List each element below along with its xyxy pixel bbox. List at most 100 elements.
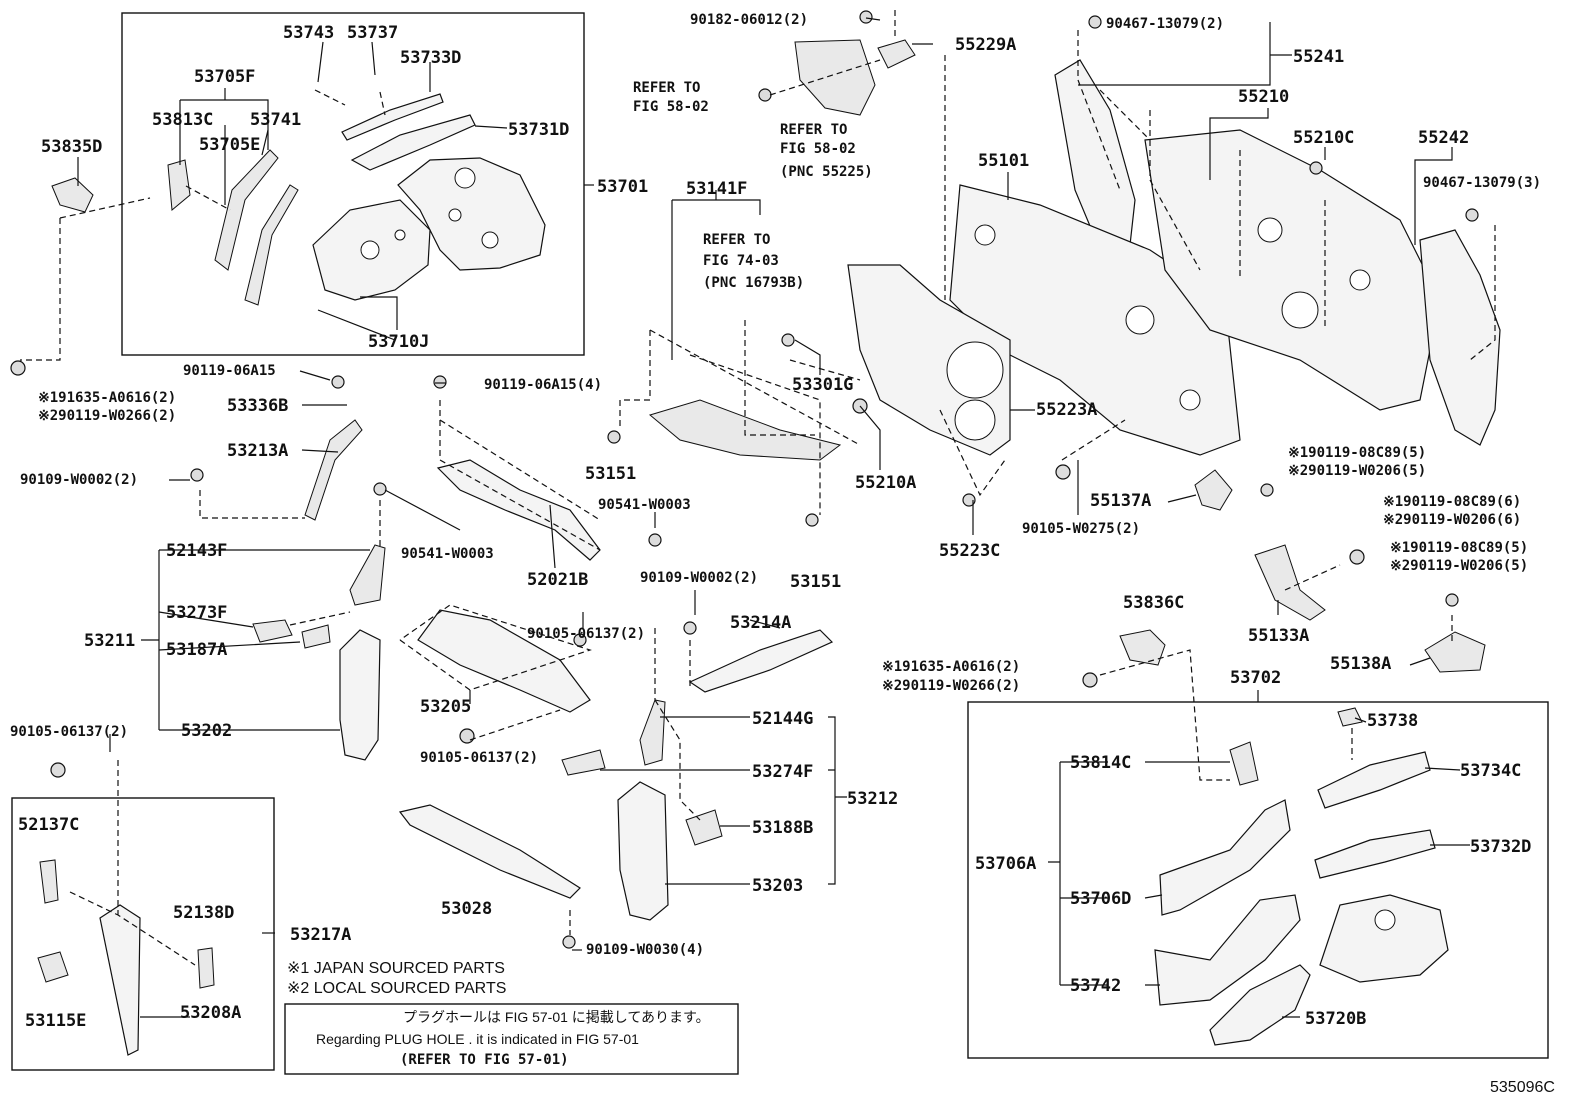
bolt-icon (459, 728, 475, 744)
part-53273F-bracket (252, 619, 293, 643)
part-53214A-cover (688, 629, 834, 693)
part-label: 53203 (752, 876, 803, 896)
bolt-icon (50, 762, 66, 778)
bolt-icon (10, 360, 26, 376)
part-label: 53151 (585, 464, 636, 484)
part-label: 52137C (18, 815, 79, 835)
part-53701-apron-upper (397, 157, 546, 271)
part-53208A-support (99, 904, 141, 1056)
part-53836C-bracket (1119, 629, 1166, 666)
part-label: 53151 (790, 572, 841, 592)
part-label: ※290119-W0266(2) (882, 678, 1020, 694)
part-label: 53742 (1070, 976, 1121, 996)
part-label: 53187A (166, 640, 227, 660)
bolt-icon (607, 430, 621, 444)
part-label: 53814C (1070, 753, 1131, 773)
refer-text: FIG 74-03 (703, 253, 779, 269)
part-label: 53706D (1070, 889, 1131, 909)
bolt-icon (1260, 483, 1274, 497)
bolt-icon (573, 633, 587, 647)
part-label: ※190119-08C89(5) (1288, 445, 1426, 461)
part-label: 90105-06137(2) (420, 750, 538, 766)
part-52137C-bracket (39, 859, 59, 904)
part-label: 53734C (1460, 761, 1521, 781)
bolt-icon (1445, 593, 1459, 607)
part-label: 53743 (283, 23, 334, 43)
part-53274F-bracket (561, 749, 606, 776)
part-label: 55223C (939, 541, 1000, 561)
part-label: 90109-W0002(2) (640, 570, 758, 586)
part-label: 52144G (752, 709, 813, 729)
part-label: 53217A (290, 925, 351, 945)
part-53813C-bracket (167, 159, 191, 211)
part-label: 53710J (368, 332, 429, 352)
part-label: 55101 (978, 151, 1029, 171)
part-52021B-support (436, 459, 601, 561)
bolt-icon (1349, 549, 1365, 565)
part-53205-member (417, 609, 591, 713)
part-53702-apron-upper (1319, 894, 1449, 983)
part-label: 53705E (199, 135, 260, 155)
group-box-53217A (11, 797, 275, 1071)
refer-text: FIG 58-02 (780, 141, 856, 157)
part-53814C-bracket (1229, 741, 1259, 786)
part-label: 53115E (25, 1011, 86, 1031)
part-label: 90105-W0275(2) (1022, 521, 1140, 537)
refer-text: FIG 58-02 (633, 99, 709, 115)
part-label: 53274F (752, 762, 813, 782)
part-label: 90467-13079(2) (1106, 16, 1224, 32)
part-label: 53720B (1305, 1009, 1366, 1029)
part-label: 53273F (166, 603, 227, 623)
part-label: 53141F (686, 179, 747, 199)
footnote-local: ※2 LOCAL SOURCED PARTS (287, 980, 506, 997)
part-label: 55242 (1418, 128, 1469, 148)
part-label: 55229A (955, 35, 1016, 55)
part-53731D-rail (350, 114, 476, 171)
part-53710J-apron-lower (312, 199, 431, 301)
plug-hole-note-box (284, 1003, 739, 1075)
plug-hole-note-en: Regarding PLUG HOLE . it is indicated in… (316, 1031, 639, 1047)
part-55223A-silencer (847, 264, 1011, 456)
part-label: 90182-06012(2) (690, 12, 808, 28)
part-53706D-member (1159, 799, 1291, 916)
part-label: 53336B (227, 396, 288, 416)
part-53705E-member (214, 149, 299, 306)
part-label: 53731D (508, 120, 569, 140)
part-label: ※190119-08C89(5) (1390, 540, 1528, 556)
bolt-icon (859, 10, 873, 24)
part-label: 53212 (847, 789, 898, 809)
bolt-icon (1465, 208, 1479, 222)
part-53115E-bracket (37, 951, 69, 983)
bolt-icon (433, 375, 447, 389)
part-55101-dash-panel (949, 184, 1241, 456)
part-55138A-bracket (1424, 631, 1486, 673)
part-label: 53213A (227, 441, 288, 461)
part-label: 55133A (1248, 626, 1309, 646)
part-label: 52021B (527, 570, 588, 590)
part-53720B-apron-lower (1209, 964, 1311, 1046)
part-label: 53741 (250, 110, 301, 130)
bolt-icon (1309, 161, 1323, 175)
assembly-dashed-lines (20, 10, 1496, 966)
part-label: 90541-W0003 (598, 497, 691, 513)
bolt-icon (1088, 15, 1102, 29)
part-label: 55138A (1330, 654, 1391, 674)
part-53733D-rail (341, 93, 444, 141)
part-53835D-bracket (51, 177, 94, 213)
bolt-icon (962, 493, 976, 507)
part-label: 53301G (792, 375, 853, 395)
part-55241-panel (1054, 59, 1136, 251)
part-55229A-bracket (877, 39, 916, 69)
bolt-icon (373, 482, 387, 496)
part-label: 55210C (1293, 128, 1354, 148)
refer-text: REFER TO (780, 122, 847, 138)
part-label: 55210A (855, 473, 916, 493)
part-label: 55241 (1293, 47, 1344, 67)
leader-lines (77, 17, 1470, 1018)
refer-text: REFER TO (633, 80, 700, 96)
part-label: 53706A (975, 854, 1036, 874)
part-label: 53202 (181, 721, 232, 741)
part-label: ※290119-W0206(6) (1383, 512, 1521, 528)
part-53732D-rail (1314, 829, 1436, 879)
